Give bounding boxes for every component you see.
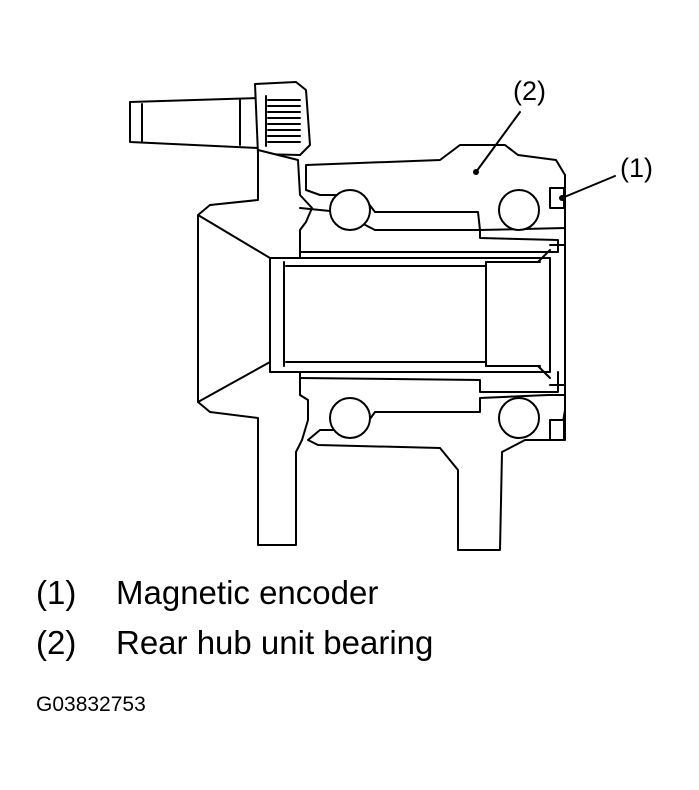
callout-2: (2) xyxy=(513,76,546,106)
bearing-balls xyxy=(329,189,540,439)
hub-body xyxy=(197,149,313,546)
leader-line-2 xyxy=(475,111,521,173)
inner-race xyxy=(549,174,566,441)
callout-1: (1) xyxy=(620,153,653,183)
leader-line-1 xyxy=(561,175,616,199)
leader-dot-1 xyxy=(559,195,565,201)
figure-id: G03832753 xyxy=(36,693,146,716)
wheel-stud xyxy=(129,81,311,156)
legend-number: (2) xyxy=(36,624,77,661)
hub-bore xyxy=(269,249,551,379)
legend-number: (1) xyxy=(36,574,77,611)
legend-item-1: (1) Magnetic encoder xyxy=(36,574,433,624)
legend-item-2: (2) Rear hub unit bearing xyxy=(36,624,433,674)
leader-dot-2 xyxy=(473,169,479,175)
legend: (1) Magnetic encoder (2) Rear hub unit b… xyxy=(36,574,433,674)
hub-bearing-diagram: (2) (1) xyxy=(129,76,653,551)
legend-label: Magnetic encoder xyxy=(116,574,379,611)
legend-label: Rear hub unit bearing xyxy=(116,624,434,661)
